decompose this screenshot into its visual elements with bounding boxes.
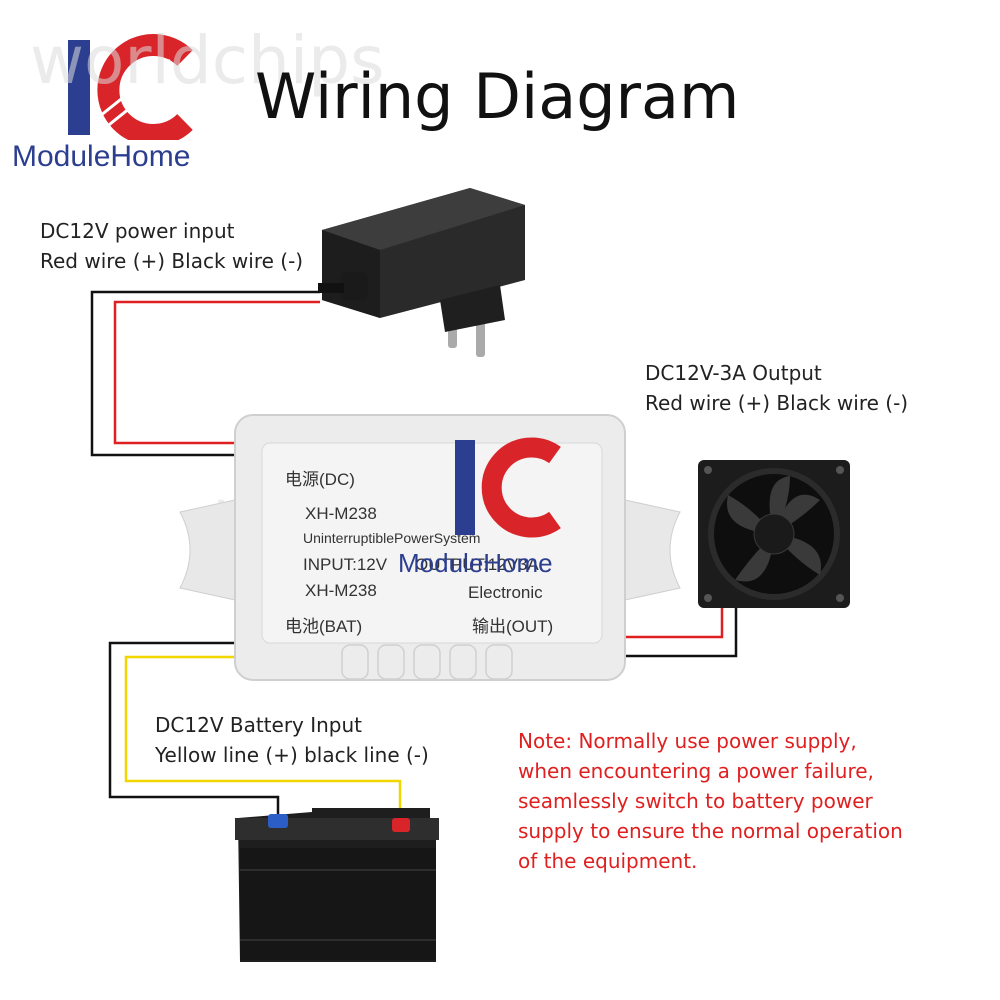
module-out-label: 输出(OUT) bbox=[472, 617, 553, 636]
module-output: OUTPUT:12V3A bbox=[415, 555, 539, 574]
module-model2: XH-M238 bbox=[305, 581, 377, 600]
battery-line2: Yellow line (+) black line (-) bbox=[155, 743, 429, 767]
module-bat-label: 电池(BAT) bbox=[285, 617, 362, 636]
ic-logo-mark bbox=[68, 34, 193, 140]
note-block: Note: Normally use power supply, when en… bbox=[518, 726, 903, 876]
note-line4: supply to ensure the normal operation bbox=[518, 819, 903, 843]
power-wires bbox=[90, 290, 320, 457]
power-input-line1: DC12V power input bbox=[40, 219, 235, 243]
module-dc-label: 电源(DC) bbox=[285, 470, 355, 489]
note-line1: Note: Normally use power supply, bbox=[518, 729, 857, 753]
logo-text: ModuleHome bbox=[12, 140, 191, 173]
module-subtitle: UninterruptiblePowerSystem bbox=[303, 530, 480, 546]
output-label: DC12V-3A Output Red wire (+) Black wire … bbox=[645, 358, 908, 418]
output-wires bbox=[625, 605, 738, 658]
power-adapter bbox=[318, 188, 525, 357]
power-input-line2: Red wire (+) Black wire (-) bbox=[40, 249, 304, 273]
ups-module: 电源(DC) XH-M238 UninterruptiblePowerSyste… bbox=[179, 414, 681, 681]
note-line3: seamlessly switch to battery power bbox=[518, 789, 873, 813]
center-logo-text: ModuleHome bbox=[398, 548, 553, 578]
module-brand: Electronic bbox=[468, 583, 543, 602]
note-line5: of the equipment. bbox=[518, 849, 698, 873]
cooling-fan bbox=[698, 460, 850, 608]
watermark-top: worldchips bbox=[30, 22, 385, 99]
battery-label: DC12V Battery Input Yellow line (+) blac… bbox=[155, 710, 429, 770]
logo: ModuleHome bbox=[10, 30, 230, 180]
battery-wires bbox=[108, 641, 402, 823]
module-input: INPUT:12V bbox=[303, 555, 388, 574]
note-line2: when encountering a power failure, bbox=[518, 759, 874, 783]
power-input-label: DC12V power input Red wire (+) Black wir… bbox=[40, 216, 303, 276]
battery-line1: DC12V Battery Input bbox=[155, 713, 363, 737]
output-line2: Red wire (+) Black wire (-) bbox=[645, 391, 909, 415]
module-model1: XH-M238 bbox=[305, 504, 377, 523]
output-line1: DC12V-3A Output bbox=[645, 361, 822, 385]
page-title: Wiring Diagram bbox=[255, 60, 740, 133]
center-logo: ModuleHome bbox=[398, 437, 561, 578]
car-battery bbox=[235, 808, 439, 962]
